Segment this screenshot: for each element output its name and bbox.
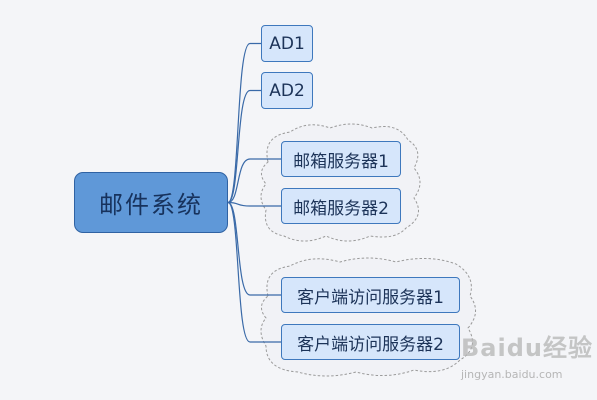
node-client-access-server-1-label: 客户端访问服务器1 xyxy=(297,287,444,308)
node-mailbox-server-1[interactable]: 邮箱服务器1 xyxy=(281,141,401,177)
connector-ad1 xyxy=(227,42,261,204)
root-node-label: 邮件系统 xyxy=(99,191,203,219)
node-client-access-server-1[interactable]: 客户端访问服务器1 xyxy=(281,277,460,313)
node-mailbox-server-2-label: 邮箱服务器2 xyxy=(293,198,389,219)
connector-mailbox-server-2 xyxy=(227,201,281,207)
node-mailbox-server-1-label: 邮箱服务器1 xyxy=(293,151,389,172)
node-client-access-server-2-label: 客户端访问服务器2 xyxy=(297,334,444,355)
node-ad2-label: AD2 xyxy=(269,80,305,101)
connector-ad2 xyxy=(227,89,261,204)
node-ad1[interactable]: AD1 xyxy=(261,25,313,62)
node-ad2[interactable]: AD2 xyxy=(261,72,313,109)
connector-client-access-server-2 xyxy=(227,201,281,343)
node-ad1-label: AD1 xyxy=(269,33,305,54)
root-node[interactable]: 邮件系统 xyxy=(74,172,228,233)
node-client-access-server-2[interactable]: 客户端访问服务器2 xyxy=(281,324,460,360)
node-mailbox-server-2[interactable]: 邮箱服务器2 xyxy=(281,188,401,224)
connector-mailbox-server-1 xyxy=(227,158,281,204)
